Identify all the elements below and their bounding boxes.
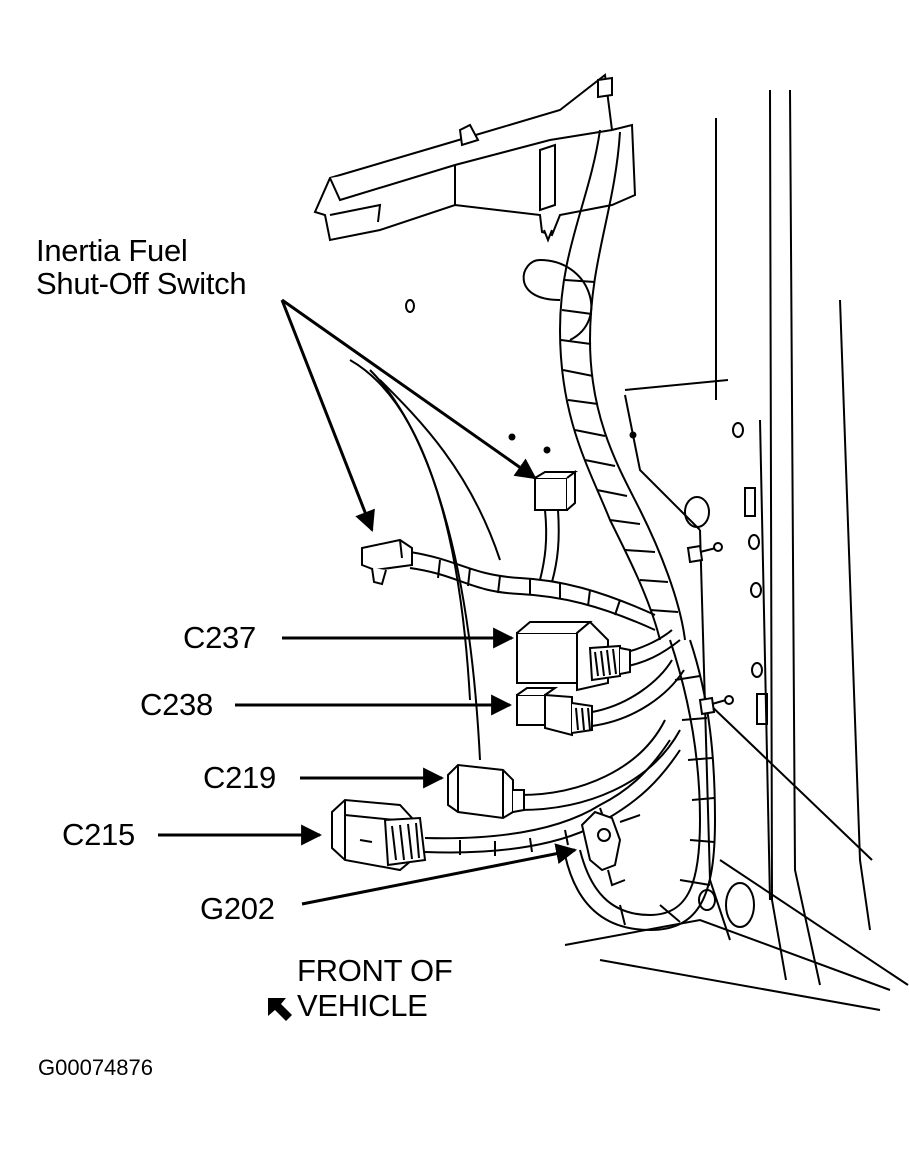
c215-label: C215 <box>62 817 135 852</box>
front-of-vehicle-line2: VEHICLE <box>297 988 428 1023</box>
c219-label: C219 <box>203 760 276 795</box>
inertia-switch-label-line1: Inertia Fuel <box>36 233 188 268</box>
c238-connector <box>516 687 593 737</box>
g202-label: G202 <box>200 891 275 926</box>
inertia-switch-label-line2: Shut-Off Switch <box>36 266 247 301</box>
body-panel <box>349 89 909 1011</box>
c215-connector <box>331 798 427 872</box>
figure-id: G00074876 <box>38 1055 153 1080</box>
c238-label: C238 <box>140 687 213 722</box>
inertia-switch-lower <box>361 538 413 586</box>
callout-leaders <box>158 298 578 906</box>
main-harness <box>558 129 717 932</box>
c237-connector <box>516 620 631 692</box>
c237-label: C237 <box>183 620 256 655</box>
front-arrow-icon <box>268 998 292 1021</box>
g202-ground <box>580 810 641 887</box>
front-of-vehicle-line1: FRONT OF <box>297 953 453 988</box>
inertia-switch-upper <box>534 470 578 511</box>
fasteners <box>543 229 734 716</box>
c219-connector <box>447 763 525 820</box>
top-bracket <box>313 73 637 242</box>
